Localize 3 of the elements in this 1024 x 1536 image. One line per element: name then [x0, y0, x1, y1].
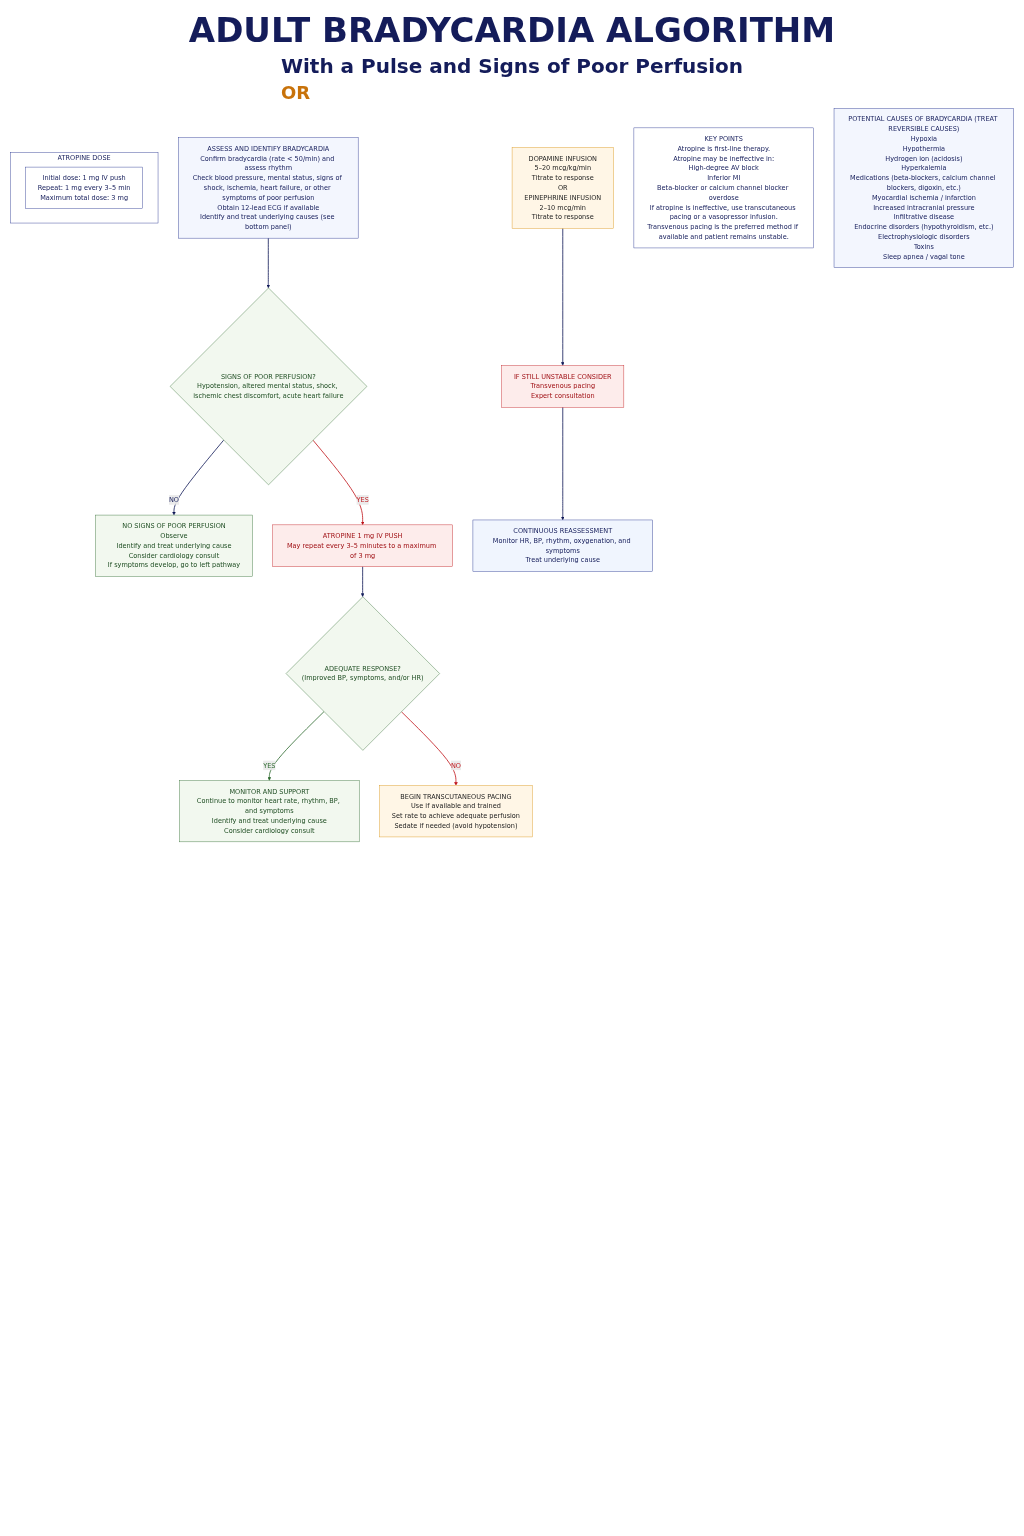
subtitle: With a Pulse and Signs of Poor Perfusion [280, 54, 744, 78]
title: ADULT BRADYCARDIA ALGORITHM [188, 10, 836, 50]
note-text: OR [280, 82, 312, 103]
